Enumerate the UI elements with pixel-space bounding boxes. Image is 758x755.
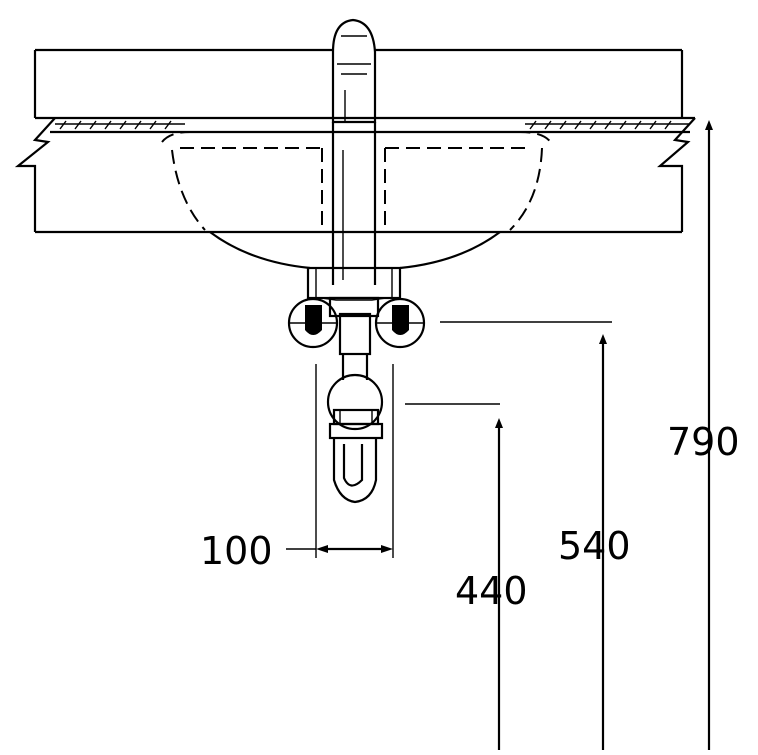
dimension-100: 100 — [200, 364, 394, 573]
dim-label-790: 790 — [667, 420, 740, 464]
angle-valve-left — [287, 297, 339, 349]
dim-label-540: 540 — [558, 524, 631, 568]
dimension-540: 540 — [440, 321, 631, 750]
counter-hatch — [55, 120, 690, 130]
basin — [161, 131, 553, 270]
dimension-440: 440 — [405, 403, 528, 750]
trap — [326, 312, 384, 504]
dimension-790: 790 — [667, 120, 740, 750]
faucet — [331, 18, 377, 124]
angle-valve-right — [374, 297, 426, 349]
faucet-shank — [331, 122, 377, 285]
countertop — [14, 48, 696, 234]
dim-label-100: 100 — [200, 529, 273, 573]
dim-label-440: 440 — [455, 569, 528, 613]
